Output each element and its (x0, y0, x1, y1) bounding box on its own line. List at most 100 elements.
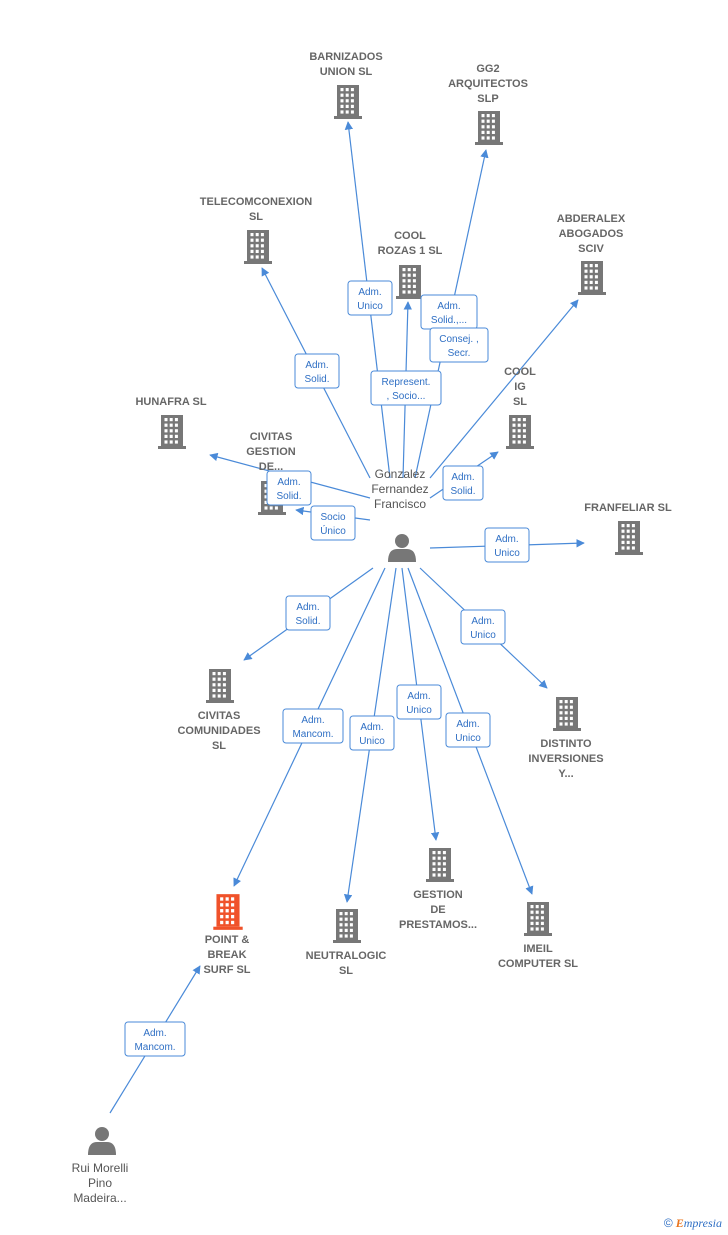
node-label: Fernandez (371, 482, 428, 496)
node-label: GESTION (246, 446, 296, 458)
node-label: SCIV (578, 243, 604, 255)
edge-label-box[interactable]: Adm. Mancom. (124, 1021, 186, 1057)
edge-label-text: Adm. (277, 477, 300, 488)
node-label: SURF SL (203, 964, 250, 976)
edge-label-text: Adm. (360, 722, 383, 733)
node-label: ROZAS 1 SL (378, 245, 443, 257)
node-label: CIVITAS (250, 431, 293, 443)
edge-label-text: Mancom. (134, 1042, 175, 1053)
node-distinto[interactable]: DISTINTOINVERSIONESY... (528, 697, 604, 780)
node-label: PRESTAMOS... (399, 919, 477, 931)
node-label: IG (514, 381, 526, 393)
node-abderalex[interactable]: ABDERALEX ABOGADOS SCIV (557, 213, 626, 295)
node-label: SL (212, 740, 226, 752)
node-rui[interactable]: Rui MorelliPinoMadeira... (72, 1127, 129, 1205)
node-label: Gonzalez (375, 467, 426, 481)
edge-label-box[interactable]: Adm.Unico (445, 712, 491, 748)
edge-label-text: Adm. (305, 360, 328, 371)
edge-label-text: Adm. (451, 472, 474, 483)
building-icon (615, 521, 643, 555)
edge-label-text: Adm. (495, 534, 518, 545)
building-icon (426, 848, 454, 882)
brand-initial: E (675, 1216, 684, 1230)
edge-label-text: Consej. , (439, 334, 478, 345)
node-label: ABOGADOS (559, 228, 624, 240)
node-label: SLP (477, 93, 498, 105)
edge-label-box[interactable]: Adm.Unico (347, 280, 393, 316)
edge-label-text: , Socio... (387, 391, 426, 402)
node-label: SL (249, 211, 263, 223)
edge-label-box[interactable]: Adm. Unico (484, 527, 530, 563)
edge-label-text: Solid.,... (431, 315, 467, 326)
node-franfeliar[interactable]: FRANFELIAR SL (584, 502, 672, 555)
building-icon (333, 909, 361, 943)
node-label: ABDERALEX (557, 213, 626, 225)
building-icon (553, 697, 581, 731)
edge-label-text: Unico (494, 548, 520, 559)
edge-label-text: Único (320, 524, 346, 537)
node-label: CIVITAS (198, 710, 241, 722)
node-label: Pino (88, 1176, 112, 1190)
edge-label-text: Mancom. (292, 729, 333, 740)
node-label: IMEIL (523, 943, 553, 955)
edge-label-text: Adm. (407, 691, 430, 702)
edge-label-text: Solid. (304, 374, 329, 385)
edge-label-box[interactable]: Adm.Solid. (442, 465, 484, 501)
building-icon (206, 669, 234, 703)
edge-label-box[interactable]: Adm.Solid. (285, 595, 331, 631)
node-label: COMPUTER SL (498, 958, 578, 970)
node-label: DE (430, 904, 445, 916)
edge-label-text: Unico (357, 301, 383, 312)
edge-label-box[interactable]: Consej. ,Secr. (429, 327, 489, 363)
node-label: SL (339, 965, 353, 977)
node-civitasc[interactable]: CIVITAS COMUNIDADES SL (177, 669, 261, 752)
edge-label-box[interactable]: Adm. Unico (349, 715, 395, 751)
node-label: BARNIZADOS (309, 51, 382, 63)
edge-label-box[interactable]: Adm.Mancom. (282, 708, 344, 744)
node-label: Madeira... (73, 1191, 126, 1205)
node-barnizados[interactable]: BARNIZADOS UNION SL (309, 51, 383, 119)
edge-label-text: Adm. (437, 301, 460, 312)
node-label: GG2 (476, 63, 499, 75)
node-label: UNION SL (320, 66, 373, 78)
node-label: Y... (558, 768, 573, 780)
copyright-symbol: © (663, 1216, 673, 1230)
building-icon (334, 85, 362, 119)
copyright-notice[interactable]: © Empresia (664, 1216, 722, 1231)
node-label: COMUNIDADES (177, 725, 260, 737)
edge-label-text: Adm. (143, 1028, 166, 1039)
node-label: ARQUITECTOS (448, 78, 528, 90)
edge-label-text: Solid. (276, 491, 301, 502)
edge-label-box[interactable]: Adm. Solid. (266, 470, 312, 506)
node-label: Rui Morelli (72, 1161, 129, 1175)
edge-label-box[interactable]: Adm. Unico (396, 684, 442, 720)
edge-label-text: Unico (406, 705, 432, 716)
node-hunafra[interactable]: HUNAFRA SL (135, 396, 207, 449)
building-icon (506, 415, 534, 449)
edge-label-text: Unico (470, 630, 496, 641)
node-label: GESTION (413, 889, 463, 901)
edge-label-text: Unico (359, 736, 385, 747)
building-icon (578, 261, 606, 295)
node-label: DISTINTO (540, 738, 592, 750)
node-label: HUNAFRA SL (135, 396, 206, 408)
edge-label-box[interactable]: Adm.Unico (460, 609, 506, 645)
node-gestion[interactable]: GESTION DE PRESTAMOS... (399, 848, 477, 931)
node-label: Francisco (374, 497, 426, 511)
edge-label-box[interactable]: Adm. Solid. (294, 353, 340, 389)
edge-label-box[interactable]: Represent., Socio... (370, 370, 442, 406)
node-imeil[interactable]: IMEIL COMPUTER SL (498, 902, 578, 970)
brand-name: mpresia (683, 1216, 722, 1230)
edge-label-box[interactable]: Adm. Solid.,... (420, 294, 478, 330)
building-icon (244, 230, 272, 264)
